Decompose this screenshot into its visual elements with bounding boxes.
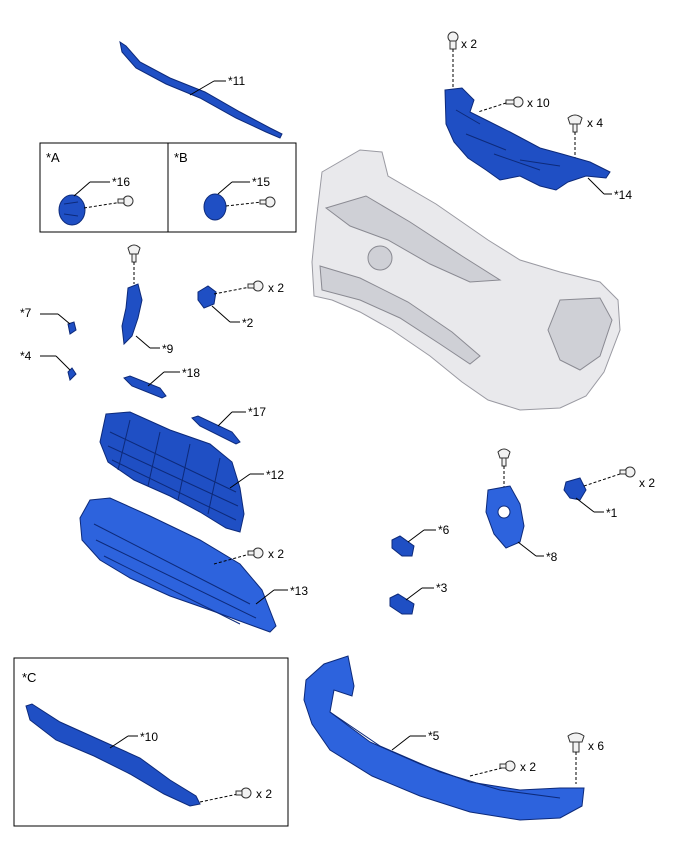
- dash-1: [583, 473, 621, 487]
- leader-3: [405, 587, 423, 601]
- clip-14-right: [567, 114, 583, 133]
- qty-5-clip: x 6: [588, 739, 604, 753]
- leader-8: [517, 541, 537, 557]
- part-3-piece: [389, 593, 415, 615]
- label-16: *16: [112, 175, 130, 189]
- label-15: *15: [252, 175, 270, 189]
- dash-13: [213, 553, 251, 565]
- qty-13: x 2: [268, 547, 284, 561]
- part-1-bracket: [563, 477, 587, 501]
- bolt-13: [247, 547, 264, 559]
- part-14-retainer: [444, 87, 611, 191]
- qty-14-top: x 2: [461, 37, 477, 51]
- box-b-title: *B: [174, 150, 188, 165]
- part-12-grille: [99, 411, 245, 533]
- part-10-lower-molding: [25, 703, 201, 807]
- label-10: *10: [140, 730, 158, 744]
- front-bumper-cover: [311, 149, 621, 411]
- leader-16: [73, 181, 91, 197]
- dash-5: [469, 767, 503, 777]
- label-5: *5: [428, 729, 440, 743]
- leader-5: [391, 735, 411, 751]
- bolt-2: [247, 280, 264, 292]
- part-6-piece: [391, 535, 415, 557]
- leader-7b: [57, 313, 71, 325]
- label-13: *13: [290, 584, 308, 598]
- bolt-16: [117, 195, 134, 207]
- label-14: *14: [614, 188, 632, 202]
- qty-10: x 2: [256, 787, 272, 801]
- leader-2: [211, 305, 231, 323]
- part-5-lower-spoiler: [303, 655, 585, 821]
- label-7: *7: [20, 306, 32, 320]
- box-c-frame: [13, 657, 289, 827]
- leader-15: [217, 181, 233, 195]
- label-2: *2: [242, 316, 254, 330]
- dash-2: [213, 286, 251, 295]
- box-c-title: *C: [22, 670, 36, 685]
- part-8-bracket: [485, 485, 525, 549]
- qty-14-right: x 4: [587, 116, 603, 130]
- dash-10: [199, 793, 239, 803]
- leader-9: [135, 335, 151, 349]
- clip-8: [497, 448, 511, 467]
- bolt-14-mid: [505, 96, 524, 108]
- part-9-bracket: [121, 283, 143, 346]
- leader-14: [587, 177, 605, 195]
- part-16-cover: [58, 194, 86, 226]
- part-7-clip: [67, 321, 77, 335]
- part-4-clip: [67, 367, 77, 381]
- leader-17: [217, 411, 233, 427]
- label-6: *6: [438, 523, 450, 537]
- clip-9: [127, 244, 141, 263]
- leader-6: [407, 529, 425, 543]
- part-17-strip: [191, 415, 241, 445]
- leader-13: [255, 589, 275, 605]
- bolt-5: [499, 760, 516, 772]
- leader-18: [147, 371, 165, 387]
- label-8: *8: [546, 550, 558, 564]
- leader-4b: [55, 355, 71, 371]
- part-18-strip: [123, 375, 167, 399]
- leader-1: [575, 497, 595, 513]
- dash-16: [83, 201, 123, 209]
- label-12: *12: [266, 468, 284, 482]
- part-11-molding: [119, 40, 283, 139]
- leader-11: [189, 80, 215, 96]
- label-18: *18: [182, 366, 200, 380]
- dash-15: [225, 201, 263, 207]
- box-a-title: *A: [46, 150, 60, 165]
- leader-12: [229, 473, 251, 489]
- label-9: *9: [162, 342, 174, 356]
- bolt-1: [619, 466, 636, 478]
- clip-5: [567, 732, 585, 753]
- bolt-10: [235, 787, 252, 799]
- qty-14-mid: x 10: [527, 96, 550, 110]
- label-11: *11: [228, 74, 245, 88]
- label-17: *17: [248, 405, 266, 419]
- part-15-cover: [203, 193, 227, 221]
- part-2-bracket: [197, 285, 217, 309]
- part-13-lower-grille: [79, 497, 277, 633]
- qty-2: x 2: [268, 281, 284, 295]
- qty-5-bolt: x 2: [520, 760, 536, 774]
- label-3: *3: [436, 581, 448, 595]
- leader-10: [109, 735, 129, 749]
- dash-14-mid: [477, 102, 507, 113]
- label-1: *1: [606, 506, 618, 520]
- qty-1: x 2: [639, 476, 655, 490]
- bolt-15: [259, 196, 276, 208]
- bolt-14-top: [447, 31, 459, 50]
- label-4: *4: [20, 349, 32, 363]
